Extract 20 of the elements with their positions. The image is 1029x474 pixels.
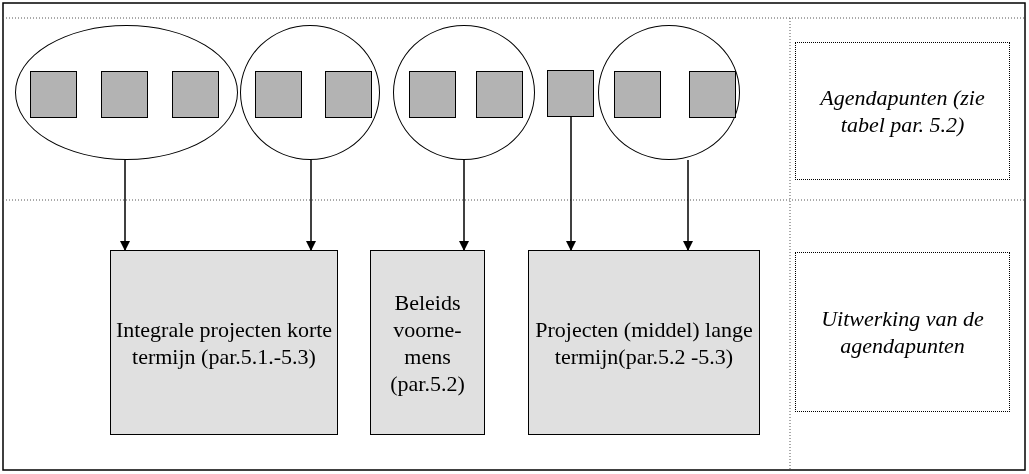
item-square [409,71,456,118]
item-square [172,71,219,118]
arrow [120,159,130,251]
item-square [476,71,523,118]
process-box: Projecten (middel) lange termijn(par.5.2 -5.3) [528,250,760,435]
process-box: Integrale projecten korte termijn (par.5.1.-5.3) [110,250,338,435]
arrow [459,159,469,251]
arrow [683,159,693,251]
note-box: Uitwerking van de agendapunten [795,252,1010,412]
item-square [325,71,372,118]
item-square [30,71,77,118]
item-square [689,71,736,118]
process-box: Beleids voorne- mens (par.5.2) [370,250,485,435]
item-square [614,71,661,118]
item-square [255,71,302,118]
note-box: Agendapunten (zie tabel par. 5.2) [795,42,1010,180]
arrow [306,159,316,251]
item-square [547,70,594,117]
item-square [101,71,148,118]
arrow [566,116,576,251]
